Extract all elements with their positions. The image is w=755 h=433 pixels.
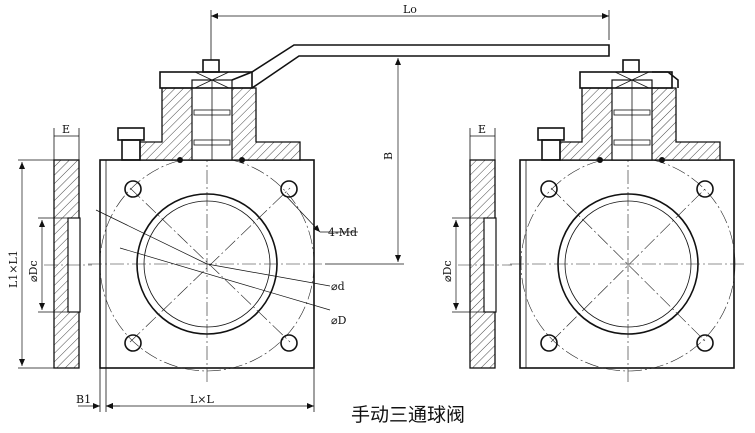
dim-e-right: E (478, 123, 486, 136)
right-side-flange (452, 159, 512, 369)
dim-dc-right: ⌀Dc (441, 260, 454, 282)
dim-dc-left: ⌀Dc (27, 260, 40, 282)
right-view (452, 59, 745, 385)
right-bonnet (537, 59, 721, 163)
left-handle (210, 10, 610, 89)
left-valve-body (88, 148, 358, 385)
dim-b1: B1 (76, 393, 91, 406)
left-side-flange (18, 159, 92, 369)
drawing-caption: 手动三通球阀 (351, 404, 465, 426)
right-valve-body (510, 148, 745, 385)
dim-lxl: L×L (190, 393, 215, 406)
dimensions: Lo B E E L1×L1 ⌀Dc ⌀Dc 4-Md ⌀d ⌀D (7, 3, 609, 412)
dim-b: B (382, 152, 395, 160)
dim-d-large: ⌀D (331, 314, 347, 327)
left-bonnet (117, 59, 301, 163)
dim-d-small: ⌀d (331, 280, 345, 293)
dim-lo: Lo (403, 3, 417, 16)
dim-l1xl1: L1×L1 (7, 250, 20, 288)
dim-bolts: 4-Md (328, 226, 357, 239)
dim-e-left: E (62, 123, 70, 136)
left-view (18, 10, 610, 385)
